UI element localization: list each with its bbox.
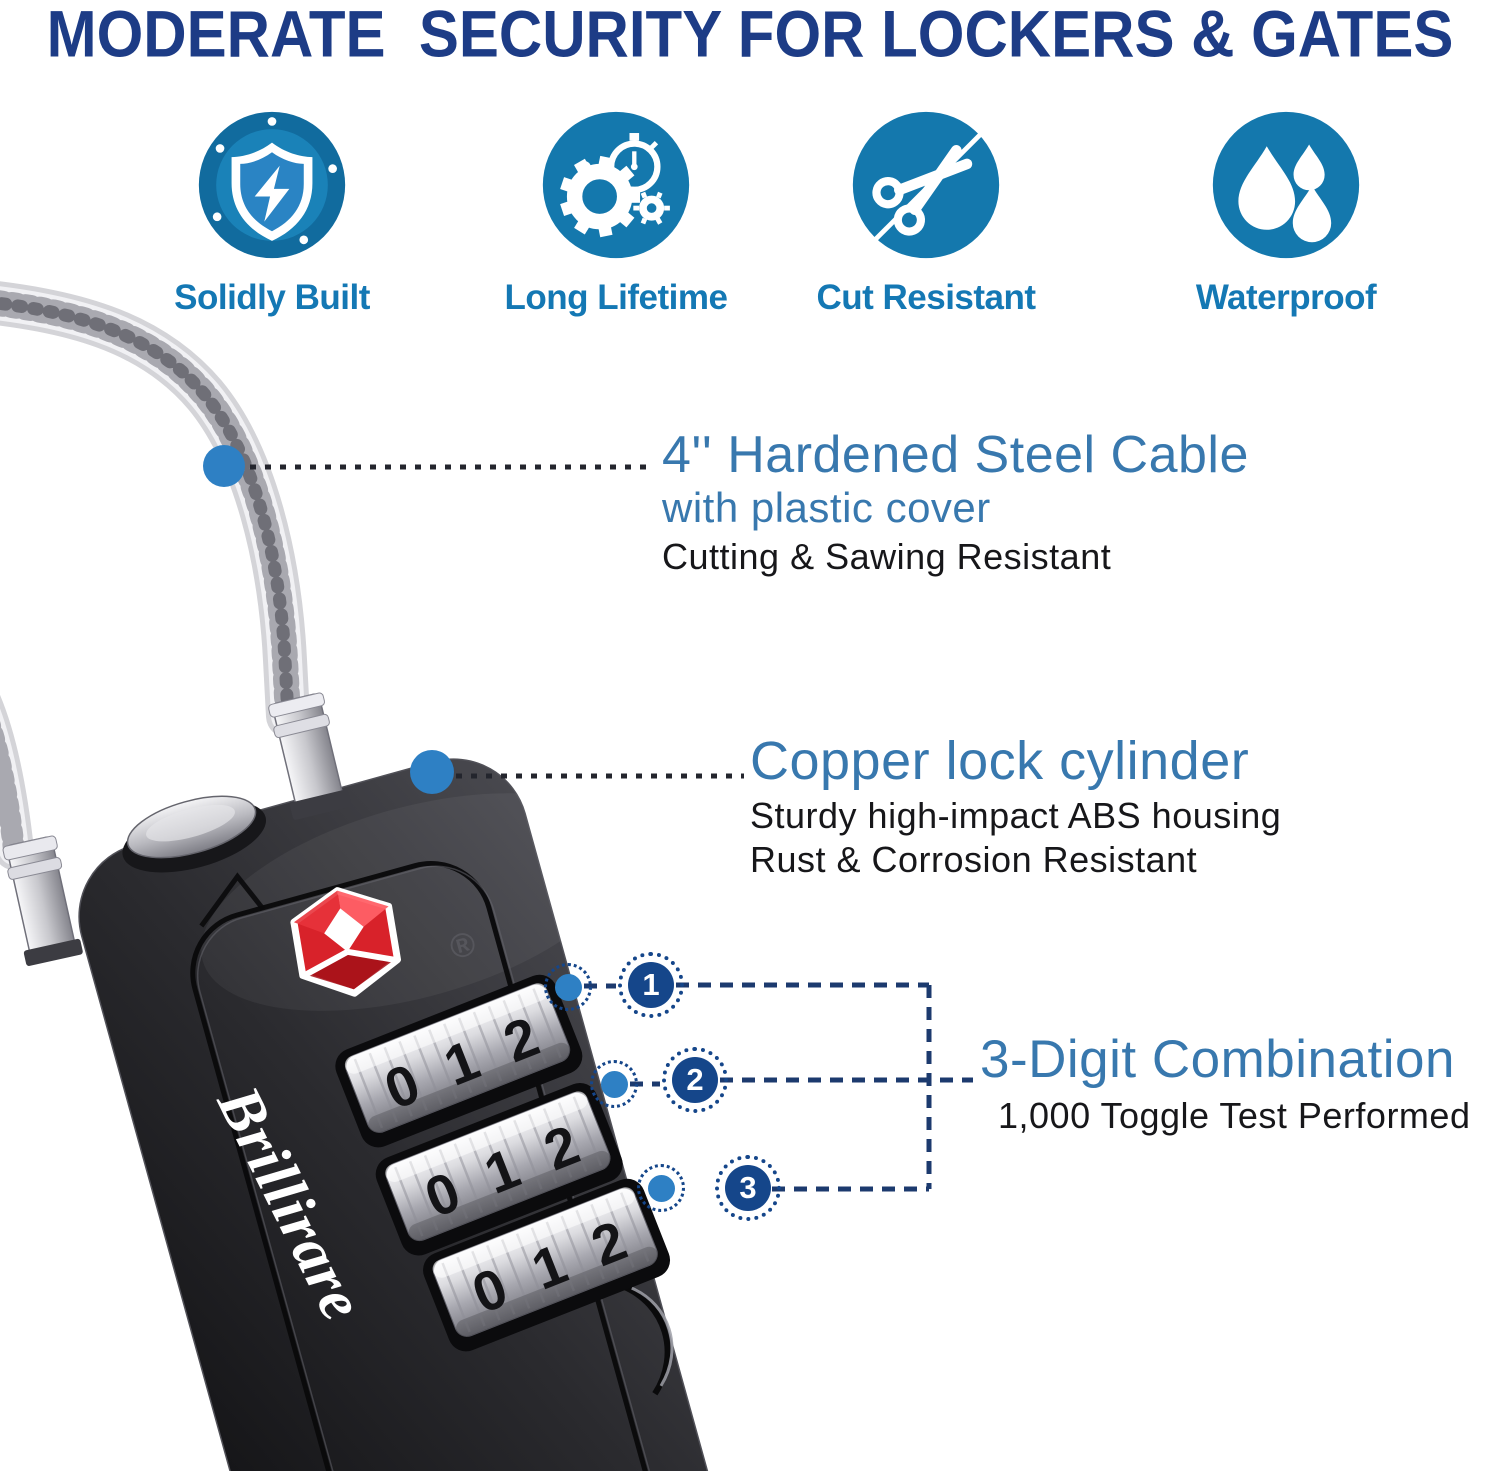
cable-ferrule-right: [268, 692, 352, 820]
dot: [647, 1174, 675, 1202]
cable-ferrule-left: [2, 835, 83, 966]
feature-label: Long Lifetime: [504, 278, 728, 317]
steel-cable: [0, 281, 310, 870]
water-drops-icon: [1209, 108, 1363, 262]
feature-label: Cut Resistant: [816, 278, 1036, 317]
feature-long-lifetime: Long Lifetime: [456, 108, 776, 318]
marker-number: 1: [628, 962, 674, 1008]
scissors-icon: [849, 108, 1003, 262]
marker-number: 3: [725, 1165, 771, 1211]
callout-subheading: with plastic cover: [662, 484, 991, 532]
dial-anchor-dot-3: [637, 1164, 685, 1212]
shield-bolt-icon: [195, 108, 349, 262]
callout-detail: Cutting & Sawing Resistant: [662, 536, 1112, 578]
tsa-diamond-logo: [290, 887, 402, 997]
gear-stopwatch-icon: [539, 108, 693, 262]
combination-dial-2: 0 1 2: [375, 1082, 623, 1256]
combination-dial-3: 0 1 2: [423, 1178, 671, 1352]
feature-cut-resistant: Cut Resistant: [766, 108, 1086, 318]
callout-detail: Rust & Corrosion Resistant: [750, 839, 1198, 881]
callout-detail: 1,000 Toggle Test Performed: [998, 1095, 1471, 1137]
callout-lock-cylinder: Copper lock cylinder Sturdy high-impact …: [750, 731, 1282, 882]
dial-anchor-dot-2: [590, 1060, 638, 1108]
feature-label: Waterproof: [1195, 278, 1377, 317]
feature-waterproof: Waterproof: [1126, 108, 1446, 318]
page-title: MODERATE SECURITY FOR LOCKERS & GATES: [46, 0, 1454, 71]
marker-badge-2: 2: [662, 1047, 728, 1113]
feature-label: Solidly Built: [174, 278, 370, 317]
marker-badge-1: 1: [618, 952, 684, 1018]
dot: [554, 973, 582, 1001]
dot: [600, 1070, 628, 1098]
callout-leader-lines: [250, 464, 744, 779]
cable-anchor-dot: [203, 445, 245, 487]
callout-combination: 3-Digit Combination 1,000 Toggle Test Pe…: [980, 1030, 1471, 1138]
lock-body: ® Brillirare 0 1 2: [2, 692, 757, 1471]
lock-top-button: [122, 795, 267, 873]
callout-heading: Copper lock cylinder: [750, 731, 1250, 791]
callout-heading: 4'' Hardened Steel Cable: [662, 426, 1249, 484]
combination-dial-1: 0 1 2: [335, 974, 583, 1148]
callout-detail: Sturdy high-impact ABS housing: [750, 795, 1282, 837]
marker-number: 2: [672, 1057, 718, 1103]
dial-anchor-dot-1: [544, 963, 592, 1011]
cylinder-anchor-dot: [410, 750, 454, 794]
feature-solidly-built: Solidly Built: [112, 108, 432, 318]
callout-steel-cable: 4'' Hardened Steel Cable with plastic co…: [662, 426, 1249, 579]
callout-heading: 3-Digit Combination: [980, 1030, 1455, 1089]
marker-badge-3: 3: [715, 1155, 781, 1221]
